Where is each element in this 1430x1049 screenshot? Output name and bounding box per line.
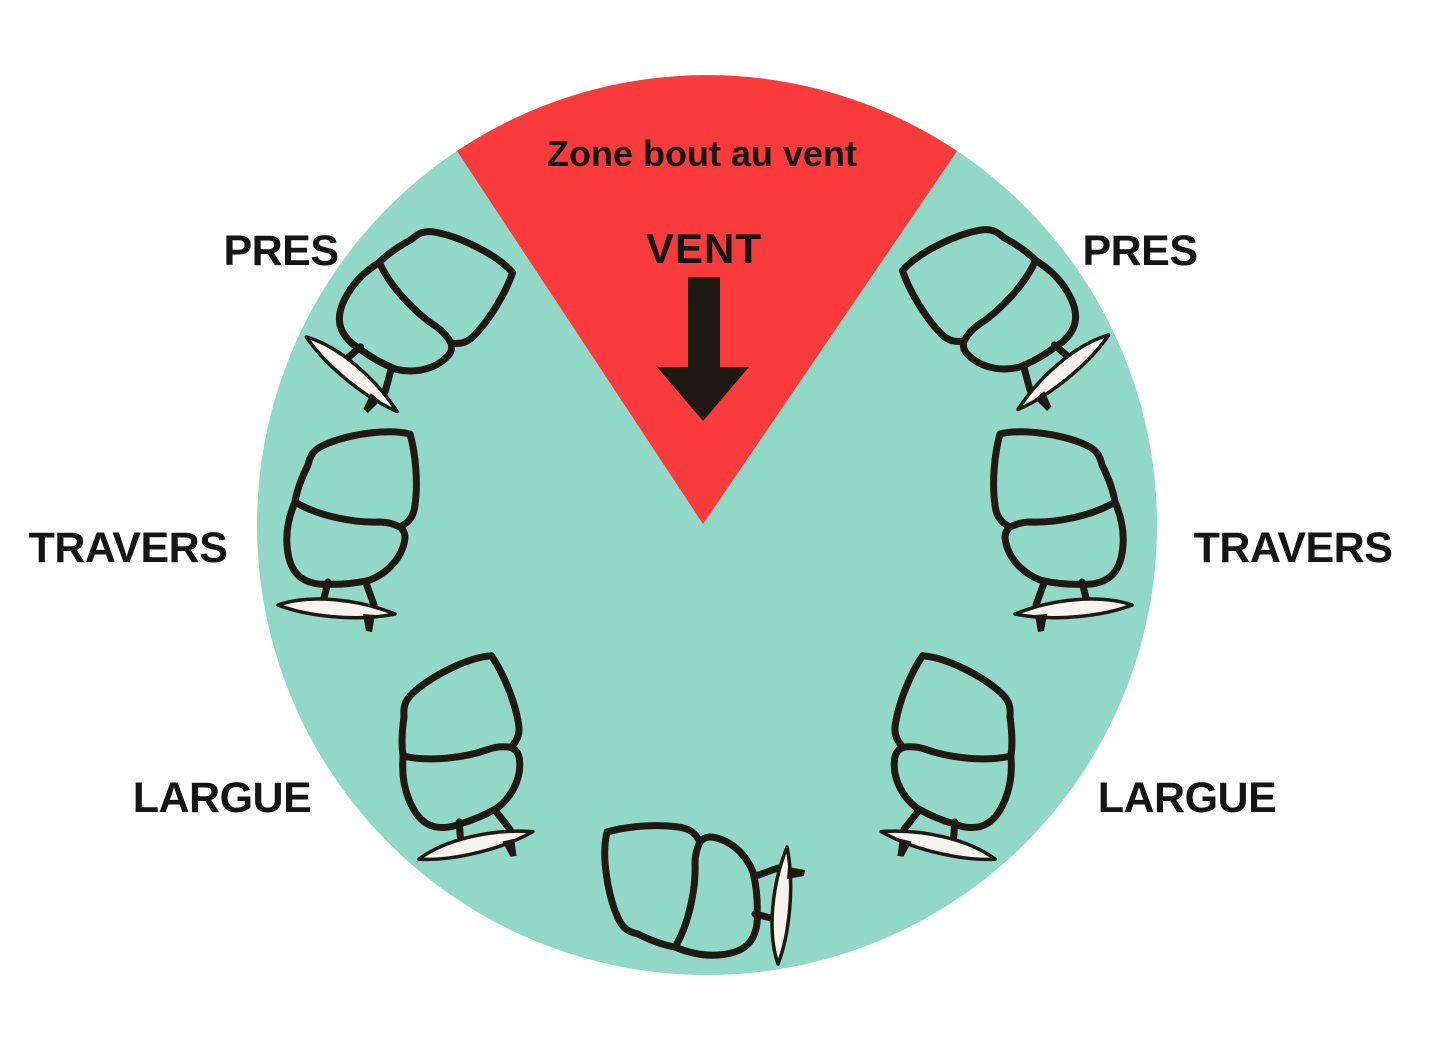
label-pres-right: PRES: [1082, 227, 1197, 275]
label-pres-left: PRES: [223, 227, 338, 275]
label-travers-right: TRAVERS: [1194, 524, 1393, 572]
label-travers-left: TRAVERS: [29, 524, 228, 572]
label-largue-right: LARGUE: [1098, 774, 1277, 822]
wind-label: VENT: [646, 225, 762, 272]
wind-arrow-icon: [657, 277, 749, 421]
label-largue-left: LARGUE: [133, 774, 312, 822]
no-go-zone-label: Zone bout au vent: [547, 133, 857, 174]
